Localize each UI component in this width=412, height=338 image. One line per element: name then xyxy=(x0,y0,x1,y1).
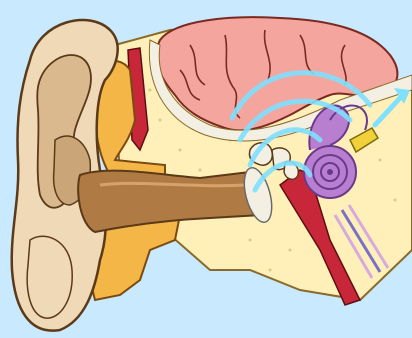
earlobe xyxy=(27,236,72,318)
cochlea xyxy=(304,146,356,198)
